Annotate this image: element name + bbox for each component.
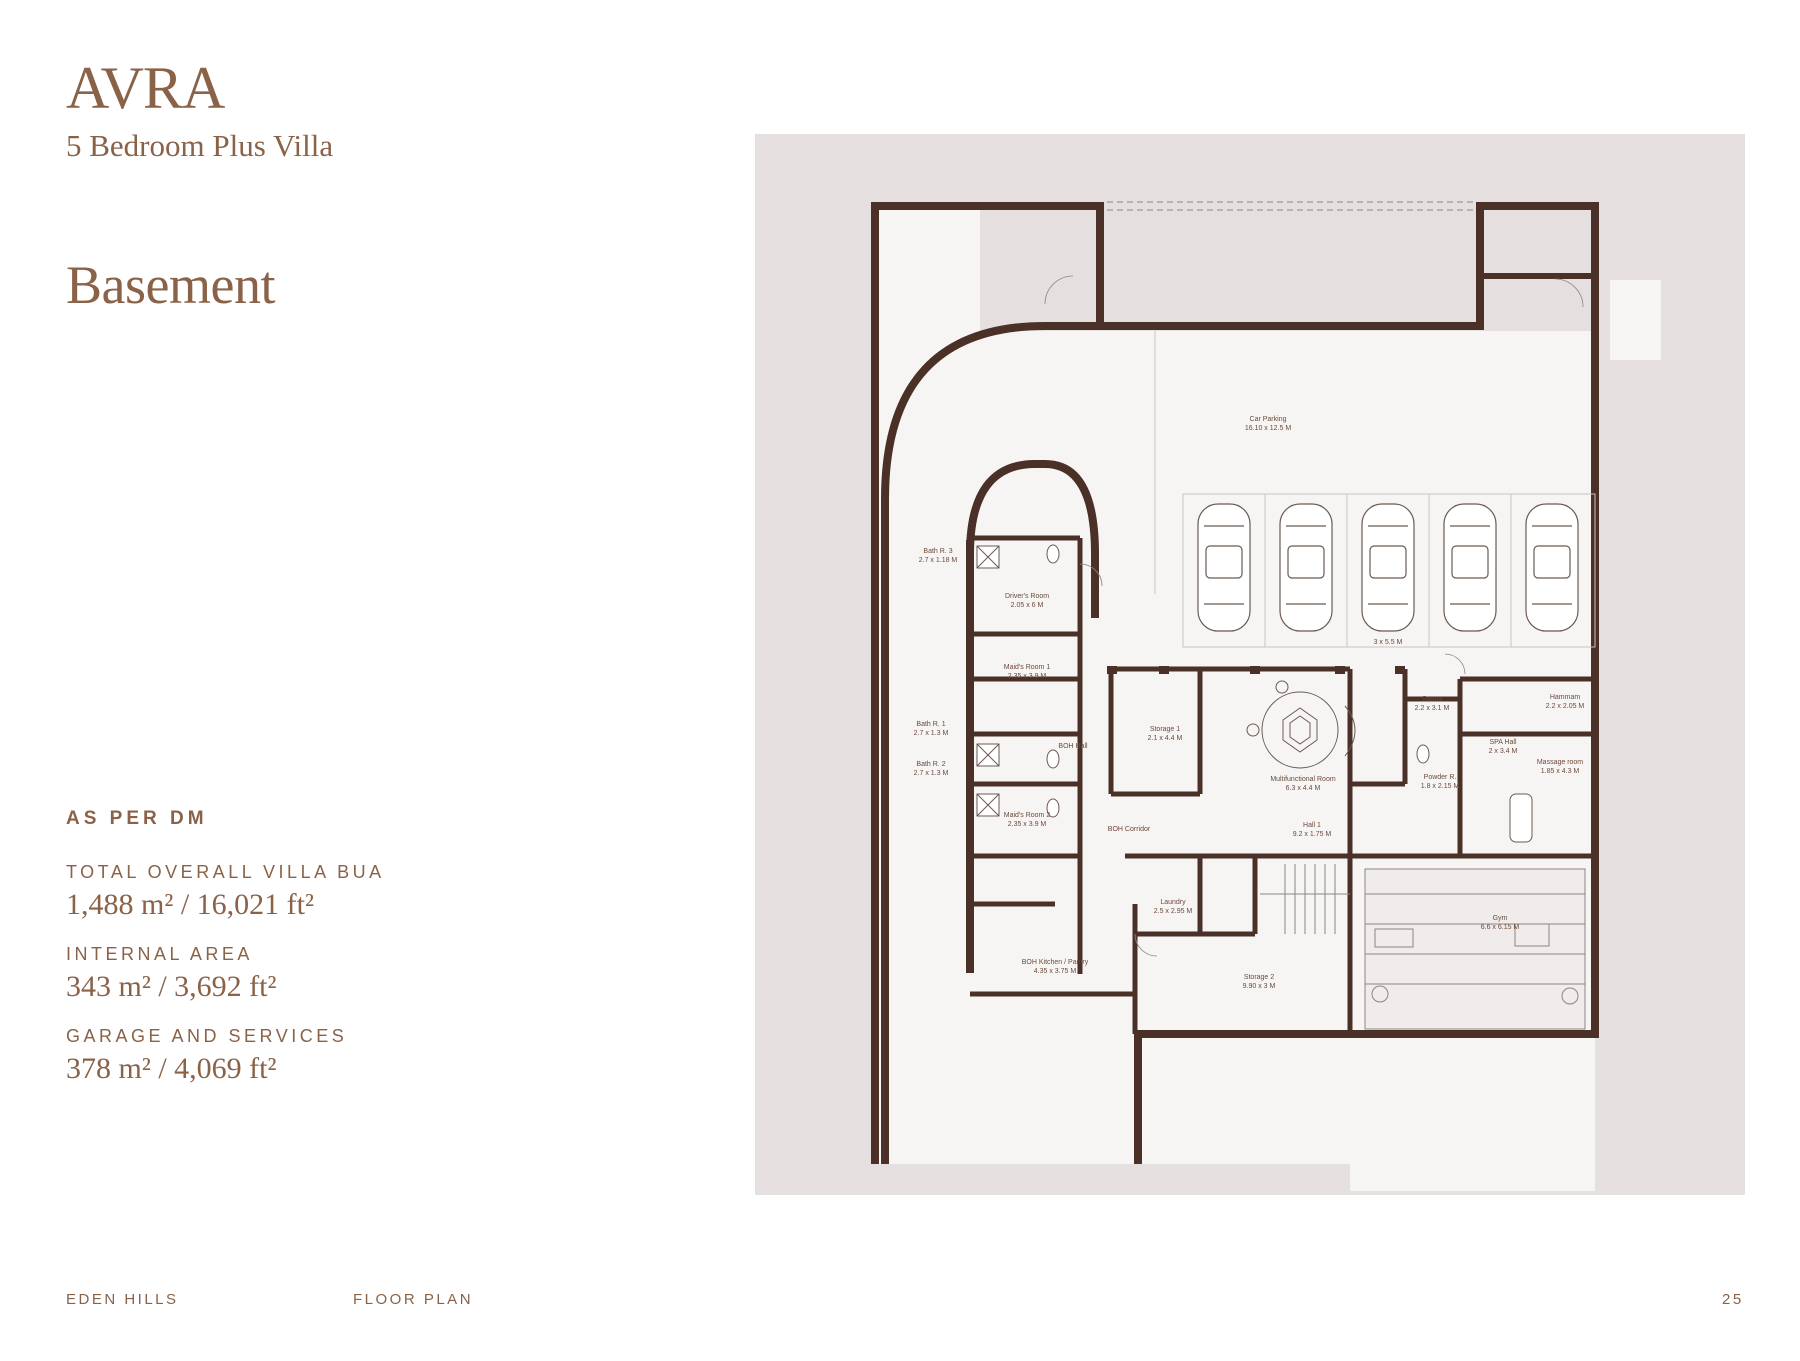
area-label-internal: INTERNAL AREA xyxy=(66,944,253,964)
room-size: 1.85 x 4.3 M xyxy=(1541,768,1580,775)
car-icon xyxy=(1361,503,1415,632)
room-size: 2.35 x 3.9 M xyxy=(1008,673,1047,680)
room-size: 6.6 x 6.15 M xyxy=(1481,924,1520,931)
room-size: 9.90 x 3 M xyxy=(1243,983,1276,990)
area-label-garage: GARAGE AND SERVICES xyxy=(66,1026,348,1046)
room-name: Gym xyxy=(1493,915,1508,922)
room-size: 2.35 x 3.9 M xyxy=(1008,821,1047,828)
room-name: BOH Hall xyxy=(1058,743,1088,750)
villa-type: 5 Bedroom Plus Villa xyxy=(66,128,334,163)
car-icon xyxy=(1443,503,1497,632)
room-name: Massage room xyxy=(1537,759,1583,766)
interior-walls xyxy=(970,535,1595,1034)
room-name: BOH Kitchen / Pantry xyxy=(1022,959,1089,966)
room-size: 2.05 x 6 M xyxy=(1011,602,1044,609)
room-name: BOH Corridor xyxy=(1108,826,1151,833)
room-name: Multifunctional Room xyxy=(1270,776,1336,783)
room-name: Hall 1 xyxy=(1303,822,1321,829)
room-size: 9.2 x 1.75 M xyxy=(1293,831,1332,838)
footer-project: EDEN HILLS xyxy=(66,1291,179,1308)
area-value-internal: 343 m² / 3,692 ft² xyxy=(66,970,277,1003)
room-size: 2 x 3.4 M xyxy=(1489,748,1518,755)
room-size: 2.7 x 1.18 M xyxy=(919,557,958,564)
garage-door-line xyxy=(1107,201,1475,211)
area-value-total-bua: 1,488 m² / 16,021 ft² xyxy=(66,888,314,921)
room-size: 16.10 x 12.5 M xyxy=(1245,425,1291,432)
room-name: Laundry xyxy=(1160,899,1186,906)
floor-level-title: Basement xyxy=(66,255,275,315)
room-name: Powder R. xyxy=(1424,774,1457,781)
room-size: 2.7 x 1.3 M xyxy=(914,770,949,777)
areas-heading: AS PER DM xyxy=(66,808,208,829)
bathroom-fixtures xyxy=(976,544,1533,843)
car-icon xyxy=(1525,503,1579,632)
area-value-garage: 378 m² / 4,069 ft² xyxy=(66,1052,277,1085)
room-name: Car Parking xyxy=(1250,416,1287,423)
room-size: 4.35 x 3.75 M xyxy=(1034,968,1077,975)
room-size: 2.5 x 2.95 M xyxy=(1154,908,1193,915)
room-size: 2.1 x 4.4 M xyxy=(1148,735,1183,742)
room-name: Bath R. 3 xyxy=(923,548,952,555)
room-name: SPA Hall xyxy=(1489,739,1517,746)
room-name: Bath R. 2 xyxy=(916,761,945,768)
car-icons xyxy=(1197,503,1579,632)
room-name: Hammam xyxy=(1550,694,1581,701)
columns xyxy=(1107,666,1405,674)
lounge-furniture xyxy=(1246,680,1356,769)
room-name: Storage 1 xyxy=(1150,726,1180,733)
room-name: Storage 2 xyxy=(1244,974,1274,981)
room-size: 2.2 x 3.1 M xyxy=(1415,705,1450,712)
structural-walls xyxy=(871,202,1599,1164)
room-name: Bath R. 1 xyxy=(916,721,945,728)
area-label-total-bua: TOTAL OVERALL VILLA BUA xyxy=(66,862,385,882)
gym-equipment xyxy=(1364,868,1586,1030)
staircase xyxy=(1260,864,1350,934)
room-size: 2.7 x 1.3 M xyxy=(914,730,949,737)
brand-title: AVRA xyxy=(66,55,225,121)
car-icon xyxy=(1279,503,1333,632)
footer-section: FLOOR PLAN xyxy=(353,1291,474,1308)
car-icon xyxy=(1197,503,1251,632)
room-name: Sauna xyxy=(1422,696,1442,703)
room-name: Maid's Room 1 xyxy=(1004,664,1051,671)
room-size: 1.8 x 2.15 M xyxy=(1421,783,1460,790)
parking-bays xyxy=(1154,331,1596,648)
basement-floor-plan: Car Parking 16.10 x 12.5 M 3 x 5.5 M Bat… xyxy=(871,201,1661,1191)
room-labels: Car Parking 16.10 x 12.5 M 3 x 5.5 M Bat… xyxy=(914,416,1585,990)
floor-fill xyxy=(875,206,1661,1191)
door-swings xyxy=(1044,275,1584,957)
room-size: 3 x 5.5 M xyxy=(1374,639,1403,646)
room-name: Maid's Room 2 xyxy=(1004,812,1051,819)
room-size: 6.3 x 4.4 M xyxy=(1286,785,1321,792)
footer-page-number: 25 xyxy=(1722,1291,1744,1308)
room-name: Driver's Room xyxy=(1005,593,1049,600)
room-size: 2.2 x 2.05 M xyxy=(1546,703,1585,710)
